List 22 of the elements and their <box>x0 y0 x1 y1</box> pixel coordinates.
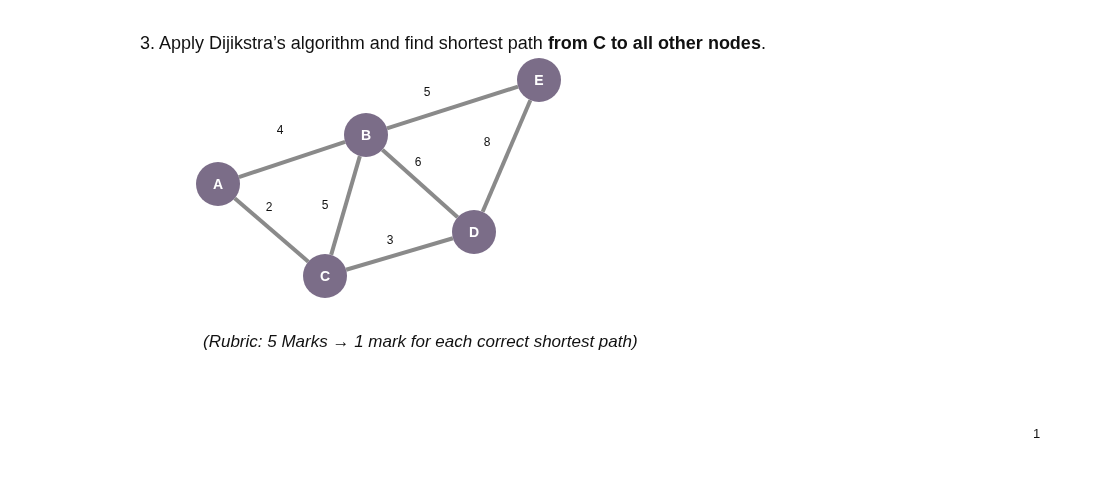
page-number: 1 <box>1033 425 1041 443</box>
graph-edge <box>345 236 454 272</box>
question-heading: 3. Apply Dijikstra’s algorithm and find shortest path from C to all other nodes. <box>140 32 766 55</box>
edge-weight: 2 <box>265 201 273 213</box>
graph-node: A <box>196 162 240 206</box>
graph-node: E <box>517 58 561 102</box>
edge-weight: 4 <box>276 124 284 136</box>
graph-node: B <box>344 113 388 157</box>
edge-weight: 3 <box>386 234 394 246</box>
graph-edge <box>329 155 362 256</box>
graph-edge <box>480 99 533 213</box>
rubric-caption: (Rubric: 5 Marks → 1 mark for each correct shortest path) <box>203 331 638 353</box>
graph-node: C <box>303 254 347 298</box>
graph-edge <box>381 148 459 219</box>
edge-weight: 6 <box>414 156 422 168</box>
graph-node: D <box>452 210 496 254</box>
graph-edge <box>233 196 310 264</box>
graph-edge <box>238 140 346 179</box>
edge-weight: 5 <box>423 86 431 98</box>
edge-weight: 8 <box>483 136 491 148</box>
graph-edge <box>386 84 519 131</box>
edge-weight: 5 <box>321 199 329 211</box>
